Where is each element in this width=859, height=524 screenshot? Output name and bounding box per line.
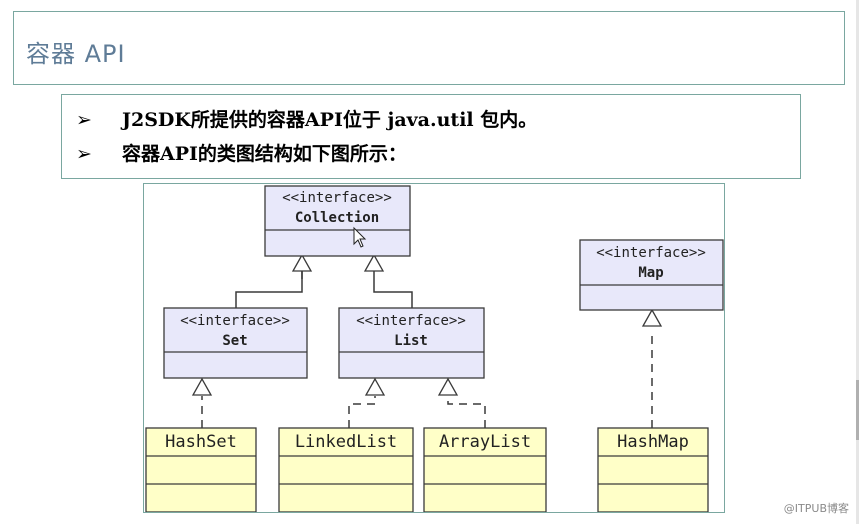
hashmap-label: HashMap	[617, 432, 689, 452]
triangle-icon	[641, 308, 663, 327]
linkedlist-to-list-line	[348, 396, 376, 428]
triangle-icon	[363, 253, 385, 272]
list-to-collection-line	[373, 271, 413, 308]
list-interface: <<interface>> List	[338, 307, 485, 379]
bullet-text-1: J2SDK所提供的容器API位于 java.util 包内。	[122, 109, 538, 131]
slide-title-box: 容器 API	[13, 11, 845, 85]
triangle-icon	[364, 377, 386, 396]
set-label: Set	[222, 333, 247, 349]
bullet-text-2: 容器API的类图结构如下图所示：	[122, 143, 407, 165]
collection-interface: <<interface>> Collection	[264, 185, 411, 257]
linkedlist-label: LinkedList	[295, 432, 397, 452]
slide-title: 容器 API	[26, 40, 126, 68]
triangle-icon	[191, 377, 213, 396]
hashset-label: HashSet	[165, 432, 237, 452]
scrollbar-track[interactable]	[856, 0, 859, 524]
map-interface: <<interface>> Map	[579, 239, 724, 311]
bullet-arrow-icon: ➢	[76, 109, 92, 131]
stereotype-label: <<interface>>	[356, 313, 466, 329]
stereotype-label: <<interface>>	[596, 245, 706, 261]
set-interface: <<interface>> Set	[163, 307, 308, 379]
arraylist-label: ArrayList	[439, 432, 531, 452]
collection-label: Collection	[295, 210, 379, 226]
arrow-heads	[191, 253, 663, 396]
stereotype-label: <<interface>>	[282, 190, 392, 206]
map-label: Map	[638, 265, 663, 281]
arraylist-class: ArrayList	[423, 427, 547, 513]
bullet-item-2: ➢ 容器API的类图结构如下图所示：	[76, 139, 407, 166]
connectors	[201, 271, 653, 428]
dashed-lines	[201, 331, 653, 428]
scrollbar-thumb[interactable]	[856, 380, 859, 440]
hashmap-class: HashMap	[597, 427, 709, 513]
set-to-collection-line	[235, 271, 303, 308]
watermark: @ITPUB博客	[783, 502, 849, 515]
hashset-class: HashSet	[145, 427, 257, 513]
class-diagram-box: <<interface>> Collection <<interface>> S…	[143, 183, 725, 513]
stereotype-label: <<interface>>	[180, 313, 290, 329]
list-label: List	[394, 333, 428, 349]
bullet-item-1: ➢ J2SDK所提供的容器API位于 java.util 包内。	[76, 105, 537, 132]
bullet-list-box: ➢ J2SDK所提供的容器API位于 java.util 包内。 ➢ 容器API的类…	[61, 94, 801, 179]
triangle-icon	[291, 253, 313, 272]
arraylist-to-list-line	[447, 396, 486, 428]
mouse-cursor-icon	[353, 226, 367, 248]
linkedlist-class: LinkedList	[278, 427, 414, 513]
bullet-arrow-icon: ➢	[76, 143, 92, 165]
class-diagram: <<interface>> Collection <<interface>> S…	[145, 185, 724, 513]
triangle-icon	[437, 377, 459, 396]
